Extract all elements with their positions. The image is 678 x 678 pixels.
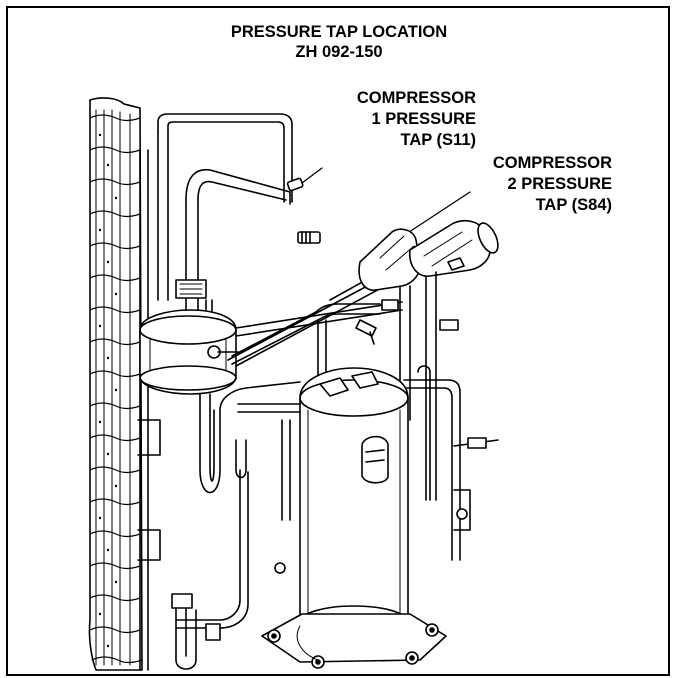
compressor-2-pressure-tap [358, 191, 499, 291]
accumulator [139, 309, 239, 395]
compressor-1-label-line2: 1 PRESSURE [371, 110, 476, 128]
figure-title: PRESSURE TAP LOCATION [230, 23, 448, 41]
lower-left-lines [171, 403, 301, 670]
compressor-1-tap-label: COMPRESSOR 1 PRESSURE TAP (S11) [300, 88, 476, 151]
wiring-lead [296, 625, 319, 661]
compressor-1-pressure-tap [286, 167, 323, 244]
condenser-coil [88, 97, 161, 671]
compressor-2-label-line1: COMPRESSOR [492, 154, 612, 172]
compressor-2-label-line2: 2 PRESSURE [507, 175, 612, 193]
compressor-body [261, 367, 447, 669]
compressor-2-tap-label: COMPRESSOR 2 PRESSURE TAP (S84) [436, 153, 612, 216]
compressor-1-label-line3: TAP (S11) [400, 131, 477, 149]
figure-subtitle: ZH 092-150 [295, 43, 383, 61]
compressor-2-label-line3: TAP (S84) [535, 196, 612, 214]
compressor-1-label-line1: COMPRESSOR [356, 89, 476, 107]
